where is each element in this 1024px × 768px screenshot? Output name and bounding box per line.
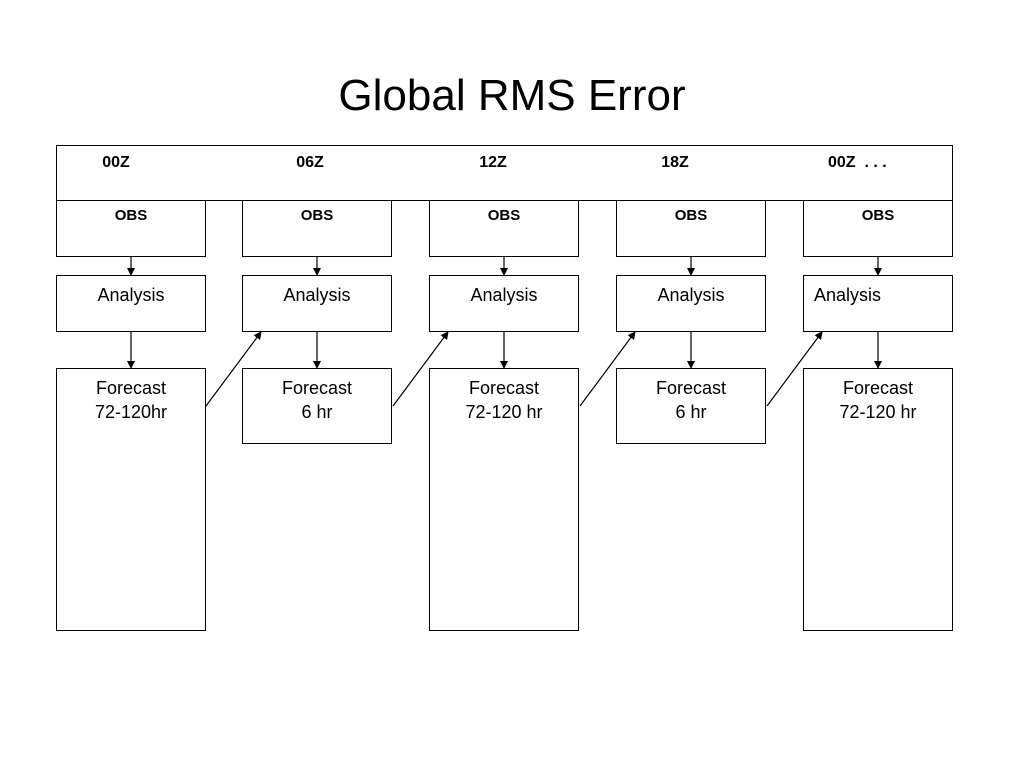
analysis-box-3: Analysis <box>616 275 766 332</box>
forecast-range: 72-120hr <box>94 402 168 422</box>
time-label-0: 00Z <box>102 154 130 171</box>
time-label-3: 18Z <box>661 154 689 171</box>
forecast-box-0: Forecast 72-120hr <box>56 368 206 631</box>
time-label-4: 00Z . . . <box>828 154 887 171</box>
forecast-range: 6 hr <box>675 402 707 422</box>
forecast-to-next-analysis-arrow-0 <box>205 331 262 407</box>
obs-box-2: OBS <box>429 200 579 257</box>
time-label-2: 12Z <box>479 154 507 171</box>
forecast-label: Forecast <box>842 378 914 398</box>
forecast-range: 72-120 hr <box>839 402 917 422</box>
forecast-label: Forecast <box>281 378 353 398</box>
forecast-label: Forecast <box>95 378 167 398</box>
obs-box-4: OBS <box>803 200 953 257</box>
obs-box-0: OBS <box>56 200 206 257</box>
forecast-label: Forecast <box>655 378 727 398</box>
forecast-box-1: Forecast 6 hr <box>242 368 392 444</box>
time-label-1: 06Z <box>296 154 324 171</box>
forecast-box-4: Forecast 72-120 hr <box>803 368 953 631</box>
forecast-range: 6 hr <box>301 402 333 422</box>
analysis-box-2: Analysis <box>429 275 579 332</box>
diagram-title: Global RMS Error <box>338 71 686 120</box>
obs-box-1: OBS <box>242 200 392 257</box>
forecast-label: Forecast <box>468 378 540 398</box>
analysis-box-1: Analysis <box>242 275 392 332</box>
forecast-to-next-analysis-arrow-1 <box>392 331 449 407</box>
forecast-to-next-analysis-arrow-3 <box>766 331 823 407</box>
time-header-bar <box>56 145 953 201</box>
obs-box-3: OBS <box>616 200 766 257</box>
forecast-box-3: Forecast 6 hr <box>616 368 766 444</box>
forecast-to-next-analysis-arrow-2 <box>579 331 636 407</box>
analysis-box-0: Analysis <box>56 275 206 332</box>
forecast-box-2: Forecast 72-120 hr <box>429 368 579 631</box>
analysis-box-4: Analysis <box>803 275 953 332</box>
forecast-range: 72-120 hr <box>465 402 543 422</box>
